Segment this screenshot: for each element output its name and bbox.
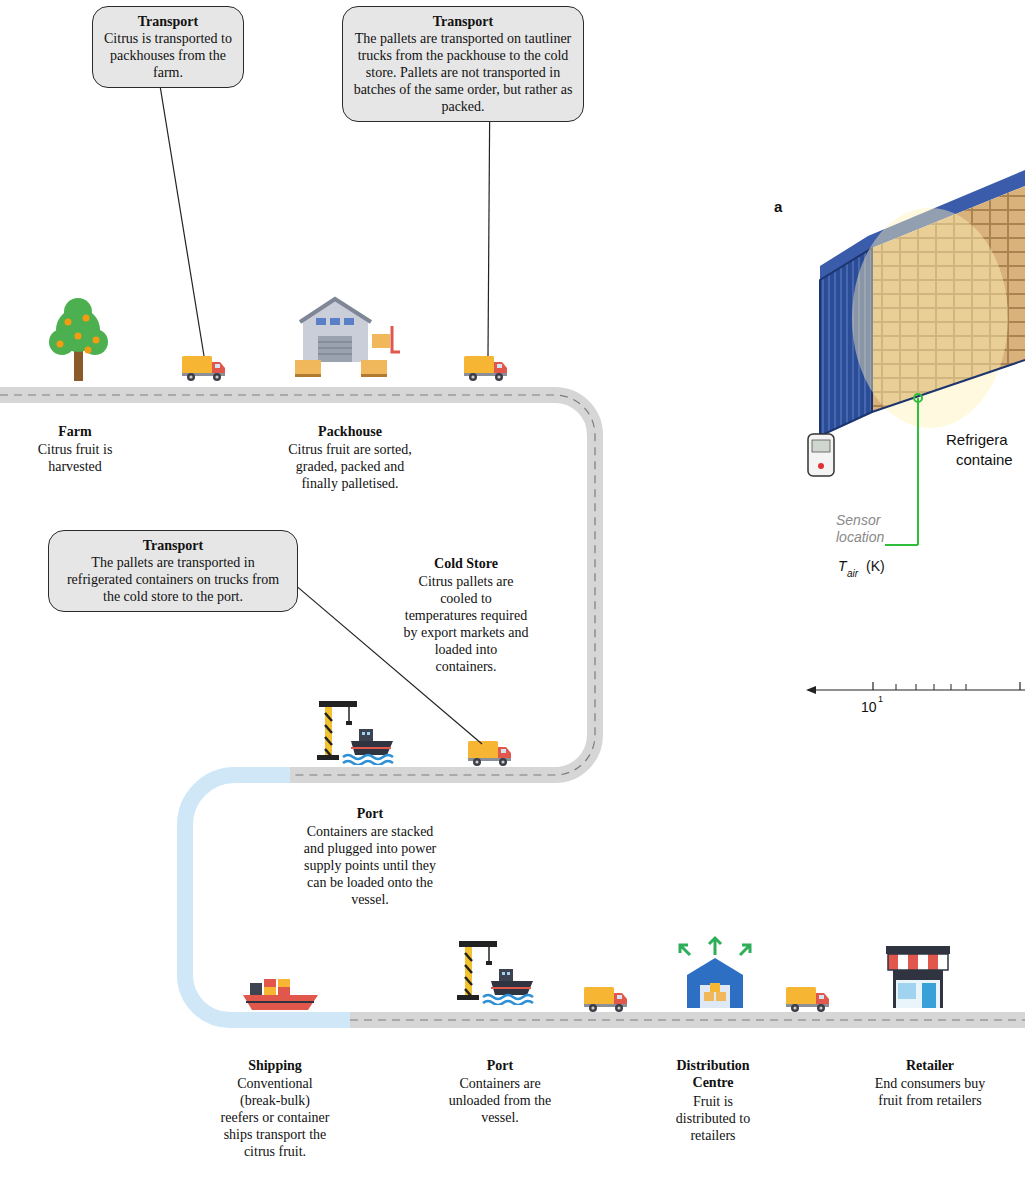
- callout-text: The pallets are transported on tautliner…: [351, 30, 575, 115]
- panel-letter: a: [774, 198, 782, 216]
- callout-text: The pallets are transported in refrigera…: [57, 554, 289, 605]
- sensor-device: [808, 434, 834, 476]
- leader-line: [488, 122, 490, 356]
- stage-title: Farm: [20, 423, 130, 440]
- distribution-icon: [680, 938, 750, 1008]
- callout-heading: Transport: [351, 13, 575, 30]
- stage-title: Retailer: [875, 1057, 985, 1074]
- variable-symbol: T: [838, 558, 847, 575]
- stage-text: End consumers buy fruit from retailers: [873, 1075, 988, 1109]
- leader-line: [160, 88, 204, 356]
- axis-tick-exponent: 1: [878, 694, 883, 705]
- packhouse-icon: [295, 299, 400, 377]
- axis-tick-label: 10: [861, 699, 877, 716]
- stage-title: Distribution Centre: [663, 1057, 763, 1091]
- callout-text: Citrus is transported to packhouses from…: [101, 30, 235, 81]
- stage-text: Citrus fruit is harvested: [20, 441, 130, 475]
- sensor-label: Sensor location: [836, 512, 906, 546]
- callout-box: TransportCitrus is transported to packho…: [92, 6, 244, 88]
- stage-title: Cold Store: [401, 555, 531, 572]
- variable-subscript: air: [847, 568, 858, 580]
- unit-label: (K): [866, 558, 885, 575]
- stage-title: Shipping: [220, 1057, 330, 1074]
- stage-text: Conventional (break-bulk) reefers or con…: [220, 1075, 330, 1160]
- callout-heading: Transport: [101, 13, 235, 30]
- stage-title: Port: [315, 805, 425, 822]
- callout-heading: Transport: [57, 537, 289, 554]
- container-illustration: [820, 170, 1025, 545]
- stage-title: Packhouse: [275, 423, 425, 440]
- callout-box: TransportThe pallets are transported in …: [48, 530, 298, 612]
- ship-icon: [243, 979, 318, 1010]
- stage-text: Citrus fruit are sorted, graded, packed …: [280, 441, 420, 492]
- callout-box: TransportThe pallets are transported on …: [342, 6, 584, 122]
- figure-label: containe: [956, 451, 1013, 469]
- figure-label: Refrigera: [946, 431, 1008, 449]
- stage-text: Containers are unloaded from the vessel.: [443, 1075, 558, 1126]
- stage-text: Containers are stacked and plugged into …: [300, 823, 440, 908]
- stage-text: Fruit is distributed to retailers: [667, 1093, 759, 1144]
- tree-icon: [49, 298, 108, 381]
- retailer-icon: [886, 946, 950, 1008]
- stage-title: Port: [445, 1057, 555, 1074]
- axis: [806, 682, 1025, 694]
- stage-text: Citrus pallets are cooled to temperature…: [404, 573, 529, 675]
